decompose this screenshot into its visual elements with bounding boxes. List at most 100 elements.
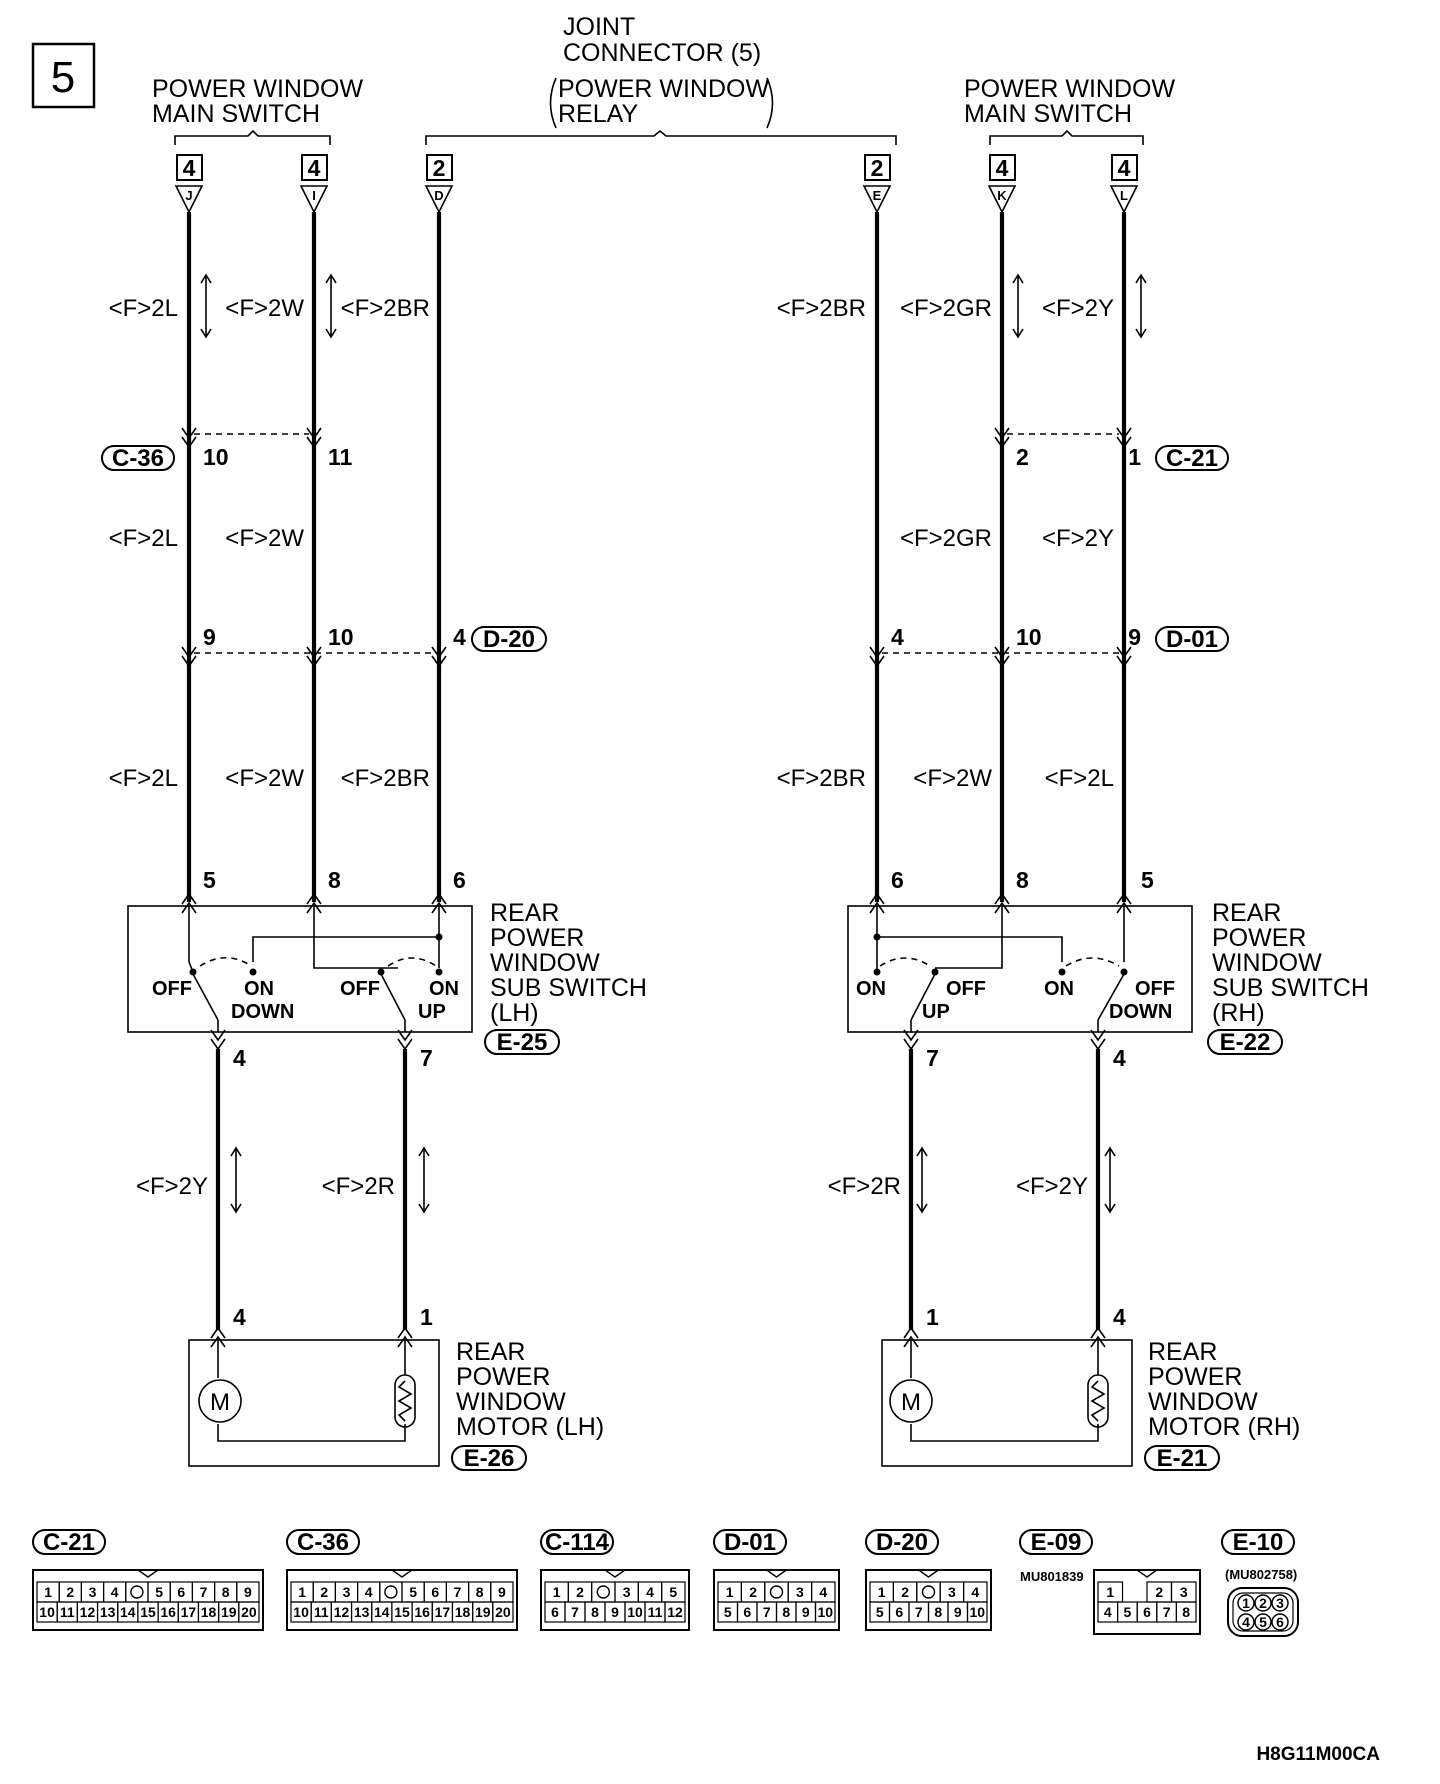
svg-text:11: 11 bbox=[328, 444, 353, 470]
legend-pin: 3 bbox=[1276, 1595, 1284, 1611]
sub-switch-lh: 5 8 6 OFF ON DOWN OFF ON UP REAR POWER bbox=[127, 867, 647, 1071]
svg-text:6: 6 bbox=[891, 867, 904, 893]
header-joint-line4: RELAY bbox=[558, 100, 638, 128]
connector-tag-d01: D-01 bbox=[1155, 626, 1229, 653]
legend-pin: 1 bbox=[553, 1584, 561, 1600]
legend-pin: 17 bbox=[181, 1604, 197, 1620]
svg-text:2: 2 bbox=[871, 155, 884, 181]
legend-pin: 12 bbox=[80, 1604, 96, 1620]
header-right-switch: POWER WINDOW MAIN SWITCH bbox=[964, 75, 1175, 145]
header-joint-connector: JOINT CONNECTOR (5) POWER WINDOW RELAY bbox=[425, 13, 897, 145]
legend-pin: 4 bbox=[365, 1584, 373, 1600]
wire-label: <F>2BR bbox=[777, 765, 866, 792]
svg-text:4: 4 bbox=[183, 155, 196, 181]
header-left-line1: POWER WINDOW bbox=[152, 75, 363, 103]
legend-pin: 9 bbox=[802, 1604, 810, 1620]
sub-switch-rh: 6 8 5 ON OFF UP ON OFF DOWN REAR POWER W… bbox=[847, 867, 1369, 1071]
svg-text:UP: UP bbox=[922, 1001, 950, 1023]
legend-pin: 7 bbox=[200, 1584, 208, 1600]
wires-upper bbox=[186, 212, 1127, 902]
svg-text:10: 10 bbox=[203, 444, 229, 470]
svg-text:POWER: POWER bbox=[490, 924, 584, 952]
svg-text:ON: ON bbox=[856, 978, 886, 1000]
header-left-line2: MAIN SWITCH bbox=[152, 100, 320, 128]
legend-pin: 2 bbox=[66, 1584, 74, 1600]
wire-labels-lower: <F>2L <F>2W <F>2BR <F>2BR <F>2W <F>2L bbox=[109, 765, 1114, 792]
wire-label: <F>2W bbox=[913, 765, 992, 792]
svg-text:D-01: D-01 bbox=[1166, 626, 1218, 653]
legend-pin: 3 bbox=[1180, 1584, 1188, 1600]
legend-pin: 15 bbox=[394, 1604, 410, 1620]
svg-text:E: E bbox=[873, 188, 882, 203]
connector-tag-d20: D-20 bbox=[471, 626, 547, 653]
svg-text:OFF: OFF bbox=[1135, 978, 1175, 1000]
top-terminal-4: 2 E bbox=[862, 154, 892, 214]
top-terminal-1: 4 J bbox=[174, 154, 204, 214]
svg-text:ON: ON bbox=[1044, 978, 1074, 1000]
wire-label: <F>2W bbox=[225, 295, 304, 322]
legend-pin: 9 bbox=[244, 1584, 252, 1600]
legend-pin: 1 bbox=[878, 1584, 886, 1600]
direction-arrows bbox=[200, 273, 1147, 1214]
legend-pin: 6 bbox=[1276, 1614, 1284, 1630]
connector-tag-e22: E-22 bbox=[1207, 1029, 1283, 1056]
legend-pin: 2 bbox=[576, 1584, 584, 1600]
legend-pin: 3 bbox=[89, 1584, 97, 1600]
legend-pin: 18 bbox=[201, 1604, 217, 1620]
svg-text:WINDOW: WINDOW bbox=[1212, 949, 1322, 977]
legend-pin: 10 bbox=[39, 1604, 55, 1620]
connector-legend: C-211234○567891011121314151617181920C-36… bbox=[32, 1529, 1299, 1637]
legend-pin: 14 bbox=[120, 1604, 136, 1620]
legend-pin: 11 bbox=[314, 1604, 329, 1620]
svg-text:4: 4 bbox=[996, 155, 1009, 181]
legend-tag: E-10 bbox=[1233, 1529, 1284, 1556]
legend-pin: 3 bbox=[343, 1584, 351, 1600]
svg-text:4: 4 bbox=[308, 155, 321, 181]
legend-pin: 7 bbox=[763, 1604, 771, 1620]
wire-label: <F>2Y bbox=[136, 1173, 208, 1200]
connector-tag-c36: C-36 bbox=[101, 445, 175, 472]
connector-tag-e26: E-26 bbox=[451, 1445, 527, 1472]
top-terminal-2: 4 I bbox=[299, 154, 329, 214]
svg-text:E-21: E-21 bbox=[1157, 1445, 1208, 1472]
wire-label: <F>2R bbox=[322, 1173, 395, 1200]
legend-pin: 4 bbox=[646, 1584, 654, 1600]
legend-pin: 10 bbox=[627, 1604, 643, 1620]
legend-pin: 3 bbox=[948, 1584, 956, 1600]
svg-text:4: 4 bbox=[453, 624, 466, 650]
wire-label: <F>2W bbox=[225, 525, 304, 552]
connector-row-c36-c21: 10 11 2 1 C-36 C-21 bbox=[101, 427, 1229, 472]
svg-text:REAR: REAR bbox=[456, 1338, 525, 1366]
legend-tag: C-36 bbox=[297, 1529, 349, 1556]
wire-labels-upper: <F>2L <F>2W <F>2BR <F>2BR <F>2GR <F>2Y bbox=[109, 295, 1114, 322]
page-number-box: 5 bbox=[31, 42, 96, 109]
legend-tag: C-21 bbox=[43, 1529, 95, 1556]
legend-pin: 14 bbox=[374, 1604, 390, 1620]
legend-pin: 1 bbox=[298, 1584, 306, 1600]
diagram-code: H8G11M00CA bbox=[1256, 1744, 1380, 1765]
motor-symbol-icon bbox=[889, 1379, 933, 1423]
legend-pin: 3 bbox=[623, 1584, 631, 1600]
legend-pin: 1 bbox=[726, 1584, 734, 1600]
legend-pin: 17 bbox=[435, 1604, 451, 1620]
legend-pin: 5 bbox=[876, 1604, 884, 1620]
motor-rh: 1 4 M REAR POWER WINDOW MOTOR (RH) E-21 bbox=[881, 1304, 1300, 1472]
svg-text:M: M bbox=[210, 1389, 230, 1416]
legend-pin: 6 bbox=[743, 1604, 751, 1620]
wire-label: <F>2L bbox=[1045, 765, 1114, 792]
svg-text:C-21: C-21 bbox=[1166, 445, 1218, 472]
legend-pin: 11 bbox=[60, 1604, 75, 1620]
svg-text:ON: ON bbox=[429, 978, 459, 1000]
header-joint-line2: CONNECTOR (5) bbox=[563, 39, 761, 67]
legend-pin: 3 bbox=[796, 1584, 804, 1600]
svg-text:UP: UP bbox=[418, 1001, 446, 1023]
legend-tag: C-114 bbox=[545, 1529, 610, 1556]
wire-label: <F>2BR bbox=[777, 295, 866, 322]
svg-text:WINDOW: WINDOW bbox=[1148, 1388, 1258, 1416]
legend-pin: 13 bbox=[100, 1604, 116, 1620]
legend-pin: 2 bbox=[1259, 1595, 1267, 1611]
svg-text:4: 4 bbox=[233, 1045, 246, 1071]
wire-label: <F>2L bbox=[109, 295, 178, 322]
legend-pin: 8 bbox=[222, 1584, 230, 1600]
